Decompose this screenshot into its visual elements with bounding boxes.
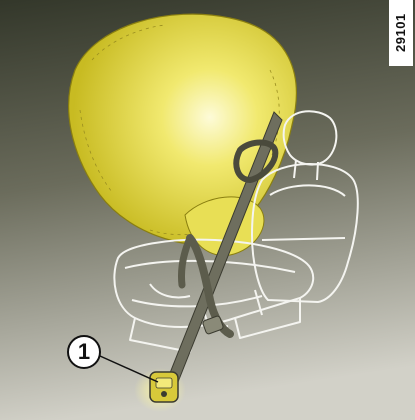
figure-reference-code: 29101 <box>389 0 413 66</box>
callout-1: 1 <box>67 335 101 369</box>
